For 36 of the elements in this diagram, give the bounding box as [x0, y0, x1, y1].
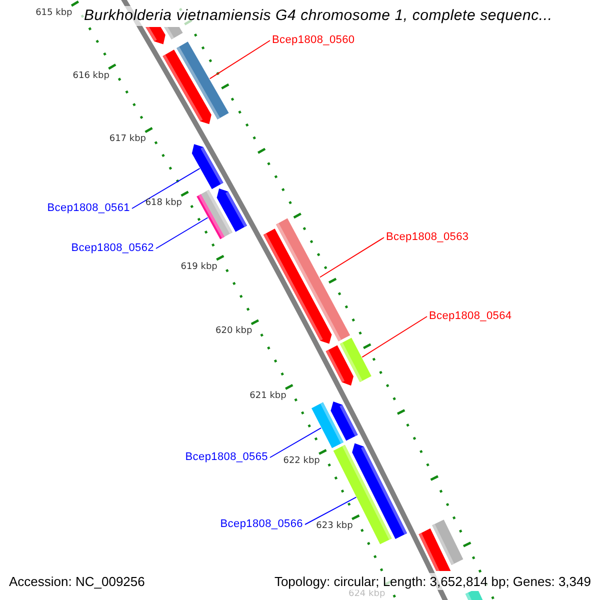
gene-bar [465, 591, 483, 600]
scale-label: 616 kbp [72, 70, 110, 81]
gene-bar [192, 144, 224, 190]
summary-text: Topology: circular; Length: 3,652,814 bp; Genes: 3,349 [272, 573, 593, 590]
scale-label: 621 kbp [250, 390, 286, 401]
scale-label: 615 kbp [36, 8, 72, 18]
gene-label: Bcep1808_0566 [220, 518, 303, 531]
gene-label: Bcep1808_0561 [47, 202, 130, 215]
gene-bar [164, 27, 183, 40]
scale-label: 623 kbp [316, 521, 353, 532]
leader-line [319, 237, 384, 278]
gene-bar [146, 27, 166, 44]
scale-label: 622 kbp [283, 456, 320, 466]
gene-bar [330, 402, 358, 441]
leader-line [362, 316, 428, 358]
scale-label: 618 kbp [145, 198, 182, 208]
gene-label: Bcep1808_0564 [429, 310, 512, 323]
gene-label: Bcep1808_0565 [185, 451, 268, 464]
scale-label: 617 kbp [109, 134, 146, 144]
gene-bar [352, 443, 407, 539]
scale-label: 619 kbp [180, 262, 218, 272]
scale-label: 624 kbp [348, 589, 386, 599]
gene-bar [263, 228, 332, 344]
gene-bar [432, 520, 464, 565]
gene-label: Bcep1808_0562 [71, 242, 154, 255]
gene-bar [176, 42, 229, 120]
gene-label: Bcep1808_0563 [386, 231, 469, 244]
leader-line [270, 427, 322, 458]
leader-line [304, 496, 357, 525]
leader-line [156, 217, 208, 249]
leader-line [209, 40, 270, 80]
scale-label: 620 kbp [216, 326, 252, 336]
gene-label: Bcep1808_0560 [272, 34, 355, 47]
leader-line [132, 168, 200, 209]
gene-bar [216, 188, 247, 232]
gene-bar [340, 338, 372, 382]
